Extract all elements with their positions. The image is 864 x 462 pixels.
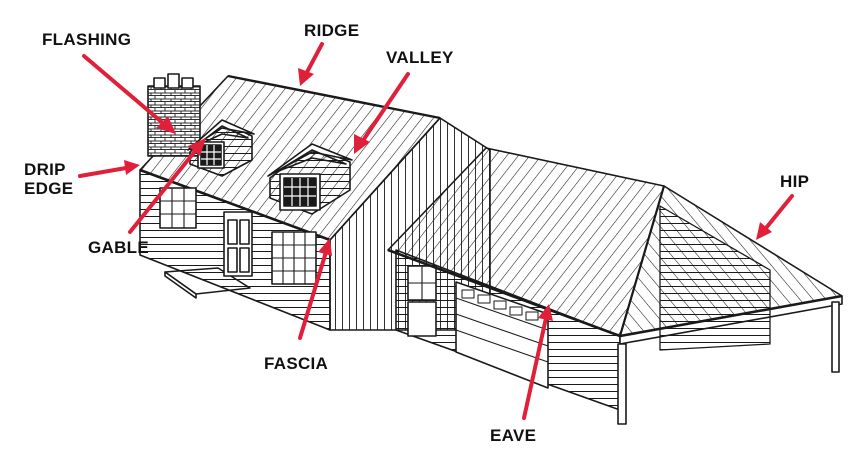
- garage-door: [455, 281, 549, 389]
- label-hip: HIP: [780, 172, 810, 191]
- carport-post-right: [831, 301, 840, 373]
- label-drip-edge: DRIP EDGE: [24, 160, 73, 198]
- label-gable: GABLE: [88, 238, 149, 257]
- label-eave: EAVE: [490, 426, 537, 445]
- label-flashing: FLASHING: [42, 30, 132, 49]
- label-drip-edge-line2: EDGE: [24, 179, 74, 198]
- label-valley: VALLEY: [386, 48, 454, 67]
- label-ridge: RIDGE: [304, 21, 360, 40]
- label-fascia: FASCIA: [264, 354, 329, 373]
- label-drip-edge-line1: DRIP: [24, 160, 66, 179]
- window-left: [159, 187, 197, 229]
- arrow-icon: [78, 42, 794, 420]
- carport-post-left: [617, 343, 627, 425]
